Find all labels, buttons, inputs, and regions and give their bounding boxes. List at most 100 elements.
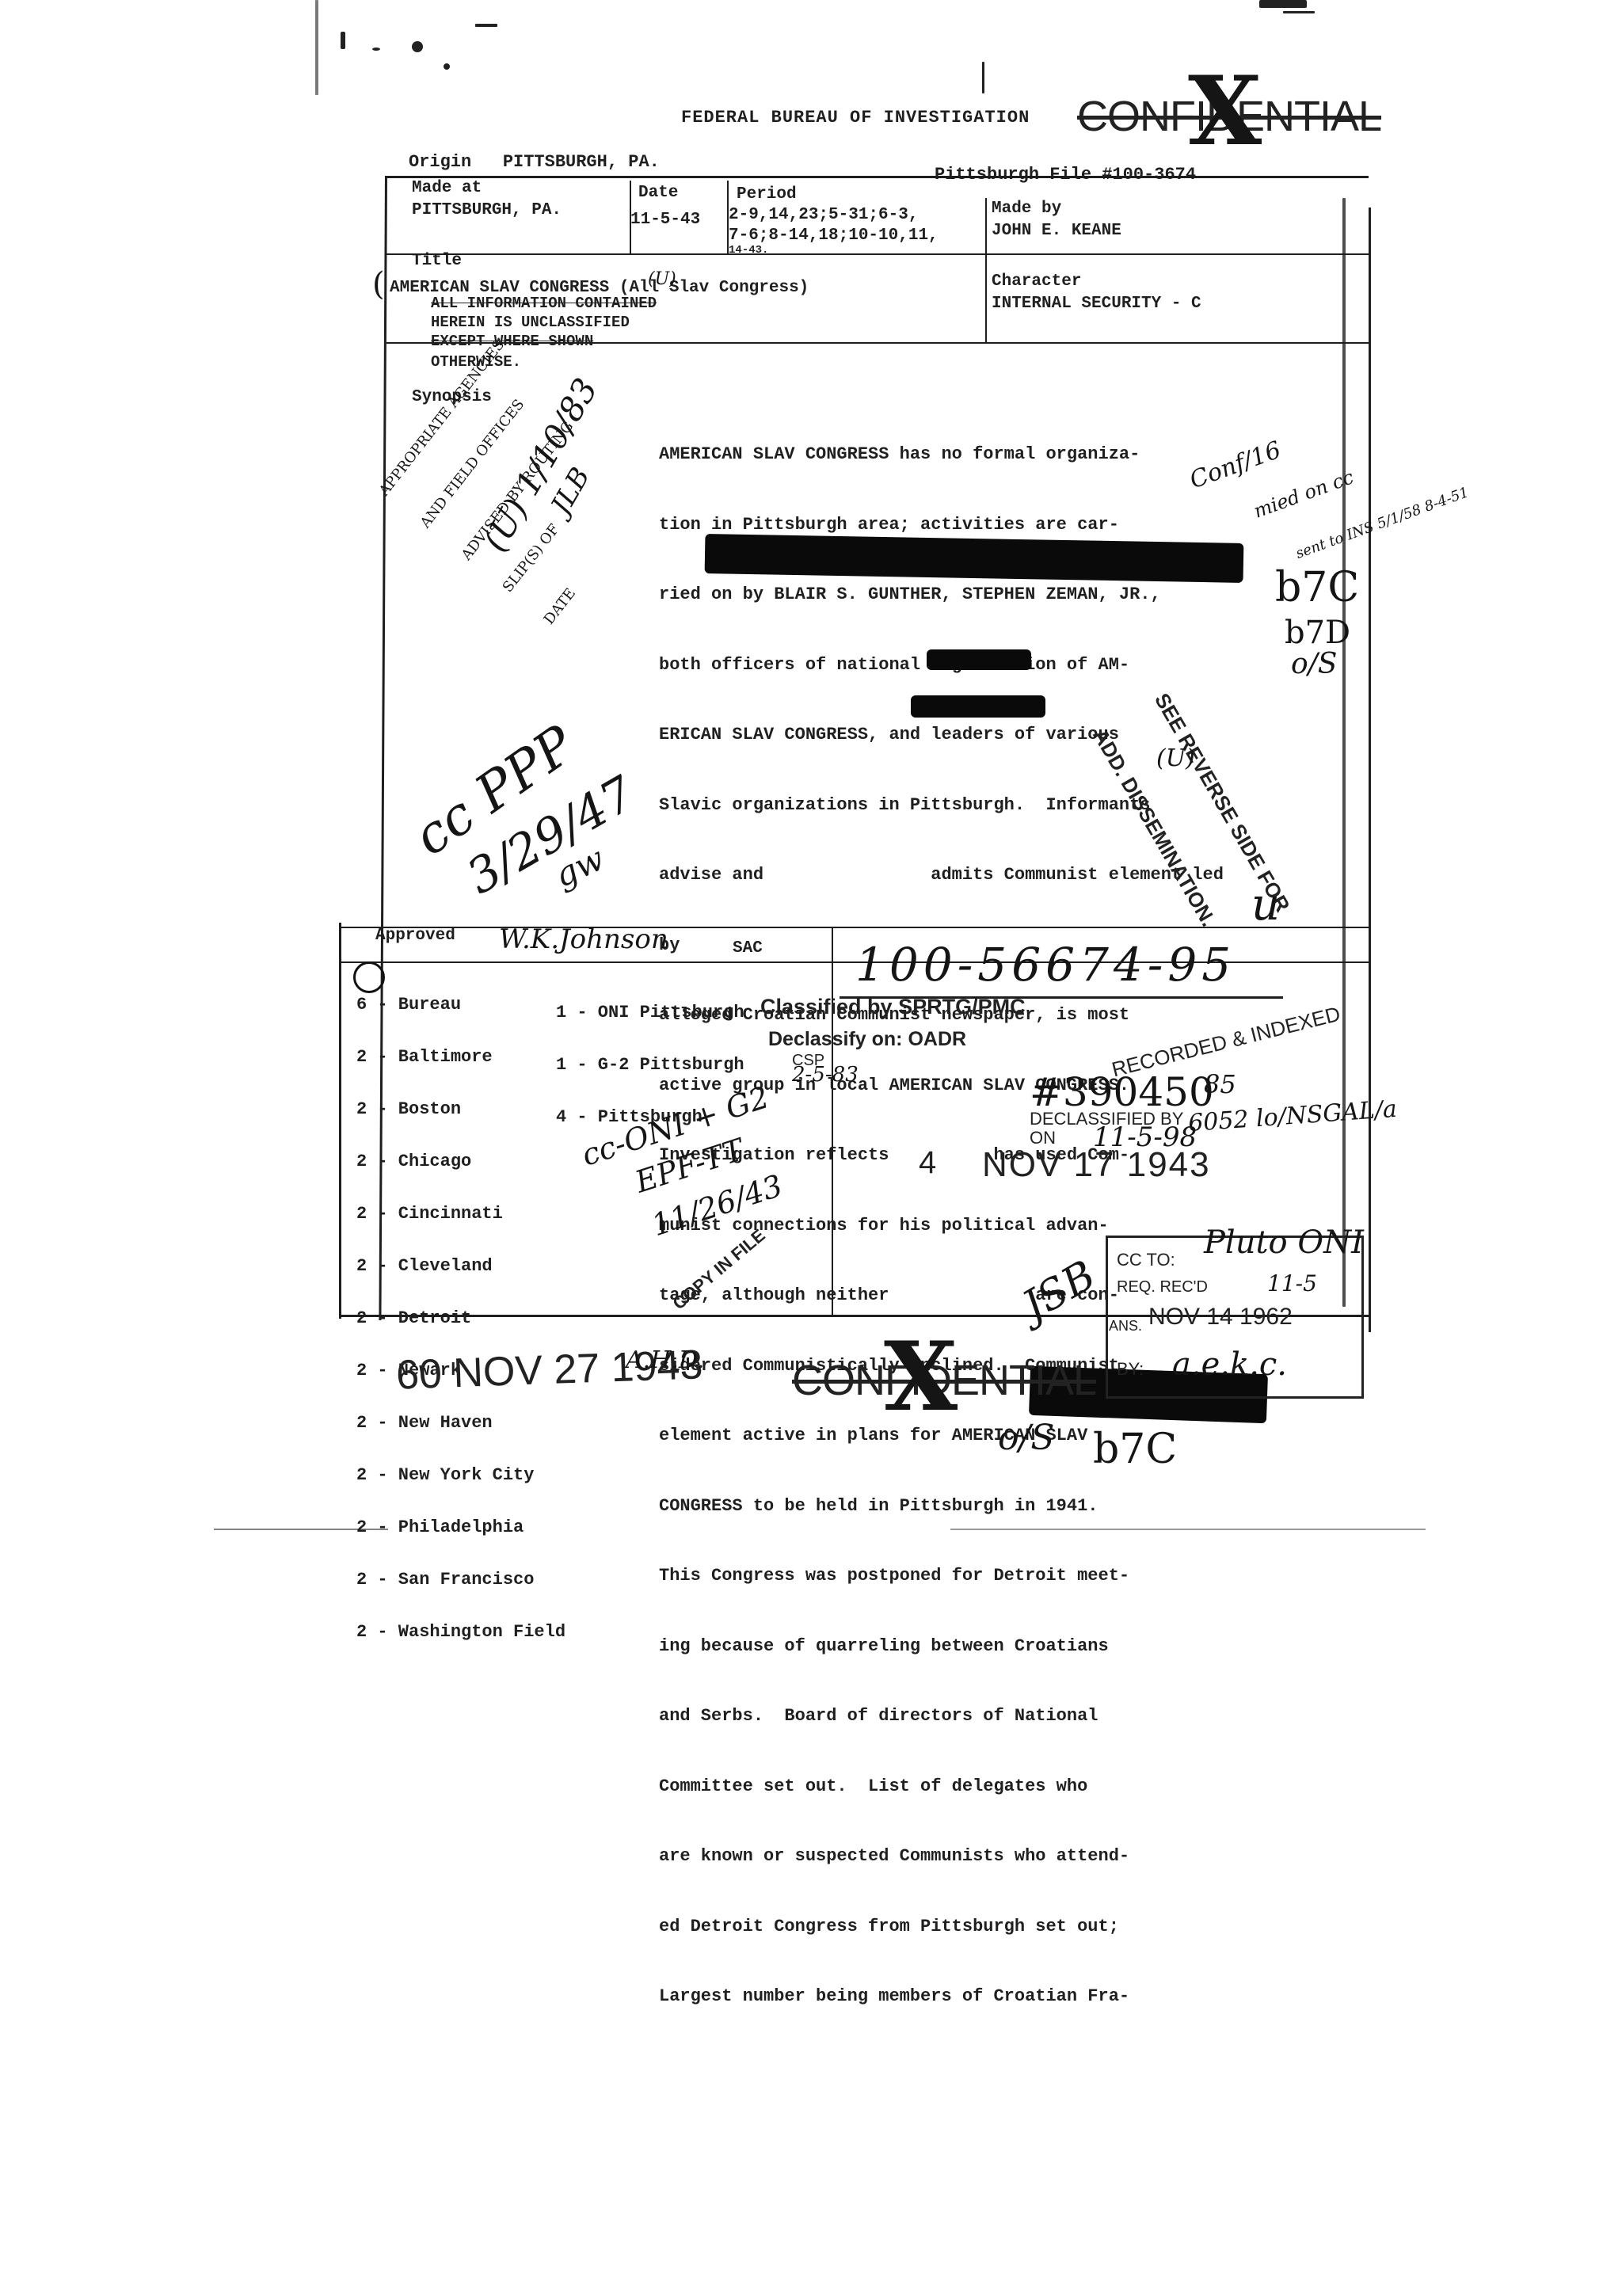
made-at-value: PITTSBURGH, PA. <box>412 201 562 219</box>
synopsis-line: This Congress was postponed for Detroit … <box>659 1566 1130 1586</box>
distribution-item: 2 - Cincinnati <box>356 1204 503 1224</box>
scan-speck <box>341 32 345 49</box>
scan-edge <box>950 1529 1426 1530</box>
period-line-1: 2-9,14,23;5-31;6-3, <box>729 206 919 224</box>
b7c-mark: b7C <box>1275 564 1360 611</box>
row-divider-2 <box>386 342 1369 344</box>
b7c-mark-bottom: b7C <box>1093 1426 1178 1473</box>
distribution-item: 6 - Bureau <box>356 995 462 1015</box>
synopsis-line: AMERICAN SLAV CONGRESS has no formal org… <box>659 444 1140 464</box>
sac-label: SAC <box>733 939 763 958</box>
synopsis-text: AMERICAN SLAV CONGRESS has no formal org… <box>659 396 1224 2031</box>
synopsis-line: ried on by BLAIR S. GUNTHER, STEPHEN ZEM… <box>659 584 1161 604</box>
declassified-date: 11-5-98 <box>1093 1121 1197 1153</box>
scan-speck <box>1283 11 1315 13</box>
date-value: 11-5-43 <box>630 211 701 229</box>
unclass-line-2: HEREIN IS UNCLASSIFIED <box>431 314 630 331</box>
declassified-by-stamp: DECLASSIFIED BY <box>1030 1109 1184 1129</box>
title-circle-mark: ( <box>372 266 385 303</box>
u-mark: (U) <box>1156 744 1195 772</box>
agency-title: FEDERAL BUREAU OF INVESTIGATION <box>681 108 1030 128</box>
synopsis-line: Investigation reflects has used Com- <box>659 1145 1130 1165</box>
synopsis-line: ERICAN SLAV CONGRESS, and leaders of var… <box>659 725 1119 744</box>
recorded-number: #390450 <box>1030 1069 1214 1115</box>
synopsis-line: munist connections for his political adv… <box>659 1215 1109 1236</box>
cc-to-label: CC TO: <box>1117 1250 1175 1270</box>
distribution-item: 2 - New York City <box>356 1465 535 1485</box>
received-date-stamp: NOV 17 1943 <box>982 1145 1211 1184</box>
received-serial: 4 <box>919 1145 937 1180</box>
period-line-2: 7-6;8-14,18;10-10,11, <box>729 227 939 245</box>
cc-req-label: REQ. REC'D <box>1117 1278 1208 1296</box>
bureau-file-underline <box>840 996 1283 999</box>
synopsis-line: tion in Pittsburgh area; activities are … <box>659 514 1119 535</box>
period-line-3: 14-43. <box>729 244 769 257</box>
scan-speck <box>412 41 423 52</box>
unclass-line-1: ALL INFORMATION CONTAINED <box>431 295 657 312</box>
synopsis-line: advise and admits Communist element led <box>659 865 1224 885</box>
synopsis-line: alleged Croatian Communist newspaper, is… <box>659 1005 1130 1025</box>
synopsis-line: Largest number being members of Croatian… <box>659 1986 1130 2006</box>
scan-edge <box>214 1529 388 1530</box>
bureau-file-number: 100-56674-95 <box>855 938 1236 992</box>
form-border-bottom <box>339 1315 1369 1317</box>
cc-by-label: BY: <box>1117 1359 1144 1379</box>
scan-speck <box>1342 198 1346 1307</box>
csp-stamp: CSP <box>792 1052 825 1069</box>
row-divider-1 <box>386 253 1369 255</box>
made-by-label: Made by <box>992 200 1062 218</box>
recorded-sub: 85 <box>1204 1069 1236 1099</box>
cc-date-stamp: NOV 14 1962 <box>1148 1304 1293 1330</box>
synopsis-line: and Serbs. Board of directors of Nationa… <box>659 1706 1098 1726</box>
distribution-item: 1 - G-2 Pittsburgh <box>556 1055 744 1075</box>
declassified-on-stamp: ON <box>1030 1128 1056 1148</box>
cc-by-signature: a.e.k.c. <box>1172 1346 1288 1383</box>
distribution-item: 2 - Detroit <box>356 1308 472 1328</box>
classified-by-stamp: Classified by SPRTG/PMC <box>760 995 1026 1019</box>
distribution-item: 2 - New Haven <box>356 1413 493 1433</box>
synopsis-label: Synopsis <box>412 388 492 406</box>
distribution-item: 2 - Newark <box>356 1361 462 1380</box>
row-divider-approved <box>341 927 1369 928</box>
character-label: Character <box>992 272 1082 291</box>
unclass-line-3: EXCEPT WHERE SHOWN <box>431 333 594 350</box>
synopsis-line: Committee set out. List of delegates who <box>659 1776 1088 1796</box>
col-divider-madeby <box>985 198 987 342</box>
synopsis-line: Slavic organizations in Pittsburgh. Info… <box>659 794 1151 815</box>
declassify-on-stamp: Declassify on: OADR <box>768 1028 967 1050</box>
distribution-list: 6 - Bureau 2 - Baltimore 2 - Boston 2 - … <box>356 965 565 1658</box>
filed-initials: A.H.D. <box>626 1346 705 1374</box>
made-by-value: JOHN E. KEANE <box>992 222 1121 240</box>
period-label: Period <box>737 185 797 204</box>
synopsis-line: ed Detroit Congress from Pittsburgh set … <box>659 1916 1119 1936</box>
synopsis-line: active group in local AMERICAN SLAV CONG… <box>659 1075 1130 1095</box>
file-number: Pittsburgh File #100-3674 <box>935 165 1197 185</box>
synopsis-line: CONGRESS to be held in Pittsburgh in 194… <box>659 1495 1098 1516</box>
row-divider-bureau <box>341 961 1369 963</box>
classification-stamp-bottom: CONFIDENTIAL <box>792 1357 1097 1404</box>
distribution-list-secondary: 1 - ONI Pittsburgh 1 - G-2 Pittsburgh 4 … <box>556 973 744 1144</box>
made-at-label: Made at <box>412 179 482 197</box>
distribution-item: 2 - Baltimore <box>356 1047 493 1067</box>
approved-signature: W.K.Johnson <box>499 923 668 955</box>
unclass-line-4: OTHERWISE. <box>431 353 522 371</box>
appropriate-line: APPROPRIATE AGENCIES <box>375 336 508 500</box>
b7d-mark: b7D <box>1285 615 1351 651</box>
distribution-item: 4 - Pittsburgh <box>556 1107 702 1127</box>
scan-speck <box>372 48 380 51</box>
classification-x-mark-bottom: X <box>884 1321 958 1433</box>
scan-speck <box>444 63 450 70</box>
redaction-bar <box>927 649 1031 670</box>
distribution-item: 2 - San Francisco <box>356 1570 535 1590</box>
redaction-bar <box>911 695 1045 718</box>
cc-req-value: 11-5 <box>1267 1270 1317 1296</box>
classification-stamp-top: CONFIDENTIAL <box>1077 93 1382 140</box>
confid-note-2: mied on cc <box>1251 466 1357 523</box>
bureau-circle-mark <box>353 961 385 993</box>
title-u-mark: (U) <box>648 269 676 289</box>
scan-speck <box>475 24 497 27</box>
synopsis-line: tage, although neither are con- <box>659 1285 1119 1305</box>
distribution-item: 2 - Boston <box>356 1099 462 1119</box>
os-mark-bottom: o/S <box>998 1418 1055 1458</box>
cc-to-box <box>1106 1236 1364 1399</box>
